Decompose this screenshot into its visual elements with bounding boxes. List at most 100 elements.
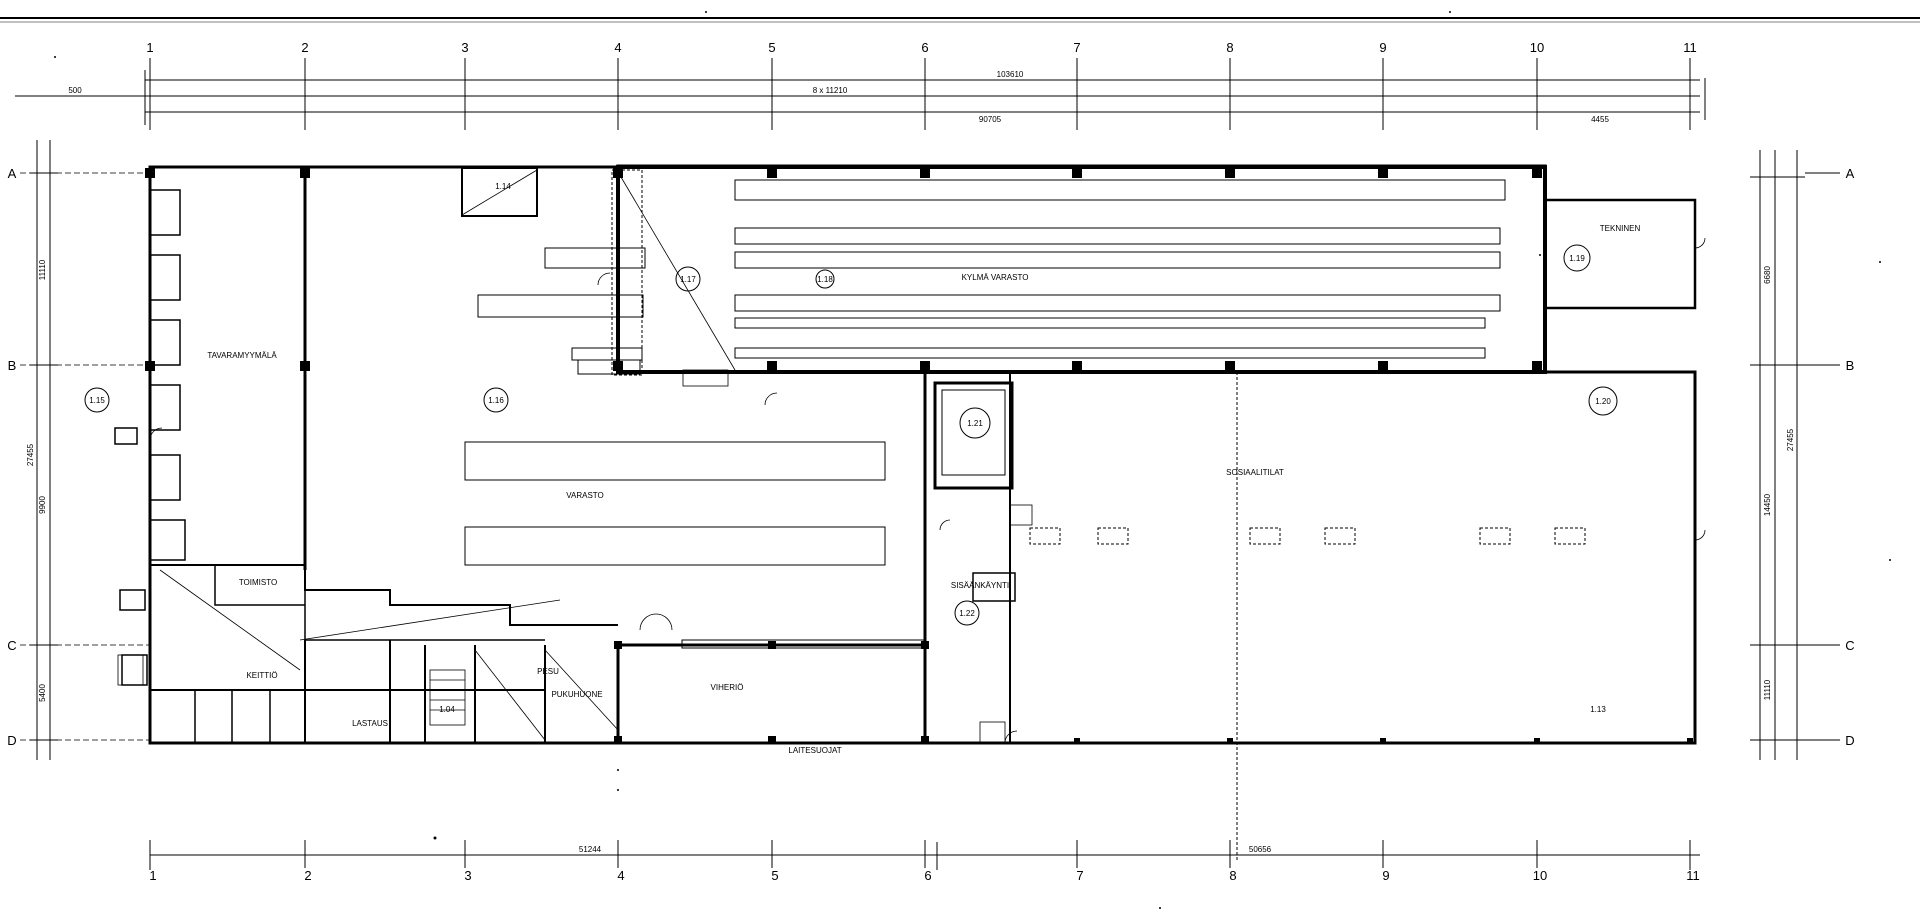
dim-top-span-right: 4455 [1591, 115, 1609, 124]
left-dimension-chain [30, 140, 58, 760]
pillar [1532, 361, 1542, 371]
row-label-left: D [7, 733, 16, 748]
building-walls [148, 164, 1697, 745]
dim-right-cd-inner: 11110 [1763, 679, 1772, 700]
pillar [920, 361, 930, 371]
column-label-bottom: 11 [1686, 868, 1700, 883]
storage-racks-cold [734, 179, 1506, 359]
pillar [1074, 738, 1080, 744]
column-label-bottom: 3 [464, 868, 471, 883]
column-label-top: 7 [1073, 40, 1080, 55]
room-label-lastaus: LASTAUS [352, 719, 388, 728]
column-label-bottom: 5 [771, 868, 778, 883]
dim-right-total: 27455 [1786, 428, 1795, 451]
room-code-7: 1.21 [967, 419, 983, 428]
row-label-right: B [1846, 358, 1855, 373]
column-label-bottom: 8 [1229, 868, 1236, 883]
dim-top-left: 500 [68, 86, 82, 95]
room-label-laitesuojat: LAITESUOJAT [788, 746, 841, 755]
pillar [920, 168, 930, 178]
pillar [1534, 738, 1540, 744]
stairs [117, 369, 1033, 743]
dim-left-cd: 5400 [38, 684, 47, 702]
dim-right-bc-inner: 14450 [1763, 493, 1772, 516]
dim-left-ab: 11110 [38, 259, 47, 280]
room-number-texts: 1.15 1.16 1.17 1.18 1.19 1.20 1.21 1.22 … [89, 182, 1611, 714]
row-label-left: B [8, 358, 17, 373]
row-label-right: C [1845, 638, 1854, 653]
pillar [1225, 361, 1235, 371]
pillar [1532, 168, 1542, 178]
right-dimension-chain [1750, 150, 1805, 760]
column-label-bottom: 10 [1533, 868, 1547, 883]
room-code-2: 1.16 [488, 396, 504, 405]
room-code-1: 1.15 [89, 396, 105, 405]
storage-racks-warm [464, 169, 926, 649]
pillar [613, 361, 623, 371]
column-label-top: 10 [1530, 40, 1544, 55]
dim-top-bays: 8 x 11210 [813, 86, 848, 95]
row-label-left: C [7, 638, 16, 653]
room-label-kylma-varasto: KYLMÄ VARASTO [962, 273, 1029, 282]
pillar [1072, 361, 1082, 371]
structural-columns [145, 168, 1693, 744]
diagonal-lines [159, 169, 736, 741]
scatter-dots [54, 11, 1891, 909]
pillar [1072, 168, 1082, 178]
column-label-bottom: 1 [149, 868, 156, 883]
room-code-4: 1.18 [817, 275, 833, 284]
pillar [1227, 738, 1233, 744]
pillar [614, 641, 622, 649]
room-label-viherio: VIHERIÖ [711, 683, 744, 692]
pillar [1380, 738, 1386, 744]
dim-top-total: 103610 [997, 70, 1024, 79]
room-label-keittio: KEITTIÖ [246, 671, 277, 680]
pillar [768, 736, 776, 744]
pillar [145, 361, 155, 371]
room-label-tekninen: TEKNINEN [1600, 224, 1641, 233]
room-labels: TAVARAMYYMÄLÄ KYLMÄ VARASTO VARASTO SOSI… [207, 224, 1640, 755]
row-label-right: D [1845, 733, 1854, 748]
column-label-top: 2 [301, 40, 308, 55]
room-code-5: 1.19 [1569, 254, 1585, 263]
room-number-tags [84, 244, 1618, 626]
room-label-sosiaalitilat: SOSIAALITILAT [1226, 468, 1284, 477]
top-dimension-chain [15, 70, 1706, 125]
column-label-top: 5 [768, 40, 775, 55]
room-code-6: 1.20 [1595, 397, 1611, 406]
column-label-bottom: 7 [1076, 868, 1083, 883]
room-code-10: 1.14 [495, 182, 511, 191]
dim-bottom-right: 50656 [1249, 845, 1272, 854]
bottom-dimension-chain [149, 842, 1700, 870]
loading-bays-left [114, 189, 186, 686]
pillar [1687, 738, 1693, 744]
pillar [300, 168, 310, 178]
dim-top-span-left: 90705 [979, 115, 1002, 124]
pillar [1378, 361, 1388, 371]
column-label-top: 9 [1379, 40, 1386, 55]
column-label-top: 1 [146, 40, 153, 55]
pillar [613, 168, 623, 178]
room-label-toimisto: TOIMISTO [239, 578, 277, 587]
column-label-top: 8 [1226, 40, 1233, 55]
pillar [921, 736, 929, 744]
pillar [768, 641, 776, 649]
room-label-tavaramyymala: TAVARAMYYMÄLÄ [207, 351, 277, 360]
room-code-11: 1.04 [439, 705, 455, 714]
pillar [1225, 168, 1235, 178]
dim-bottom-left: 51244 [579, 845, 602, 854]
pillar [300, 361, 310, 371]
row-label-left: A [8, 166, 17, 181]
column-label-top: 6 [921, 40, 928, 55]
column-label-bottom: 6 [924, 868, 931, 883]
room-code-3: 1.17 [680, 275, 696, 284]
room-label-pukuhuone: PUKUHUONE [551, 690, 602, 699]
room-label-sisaankaynti: SISÄÄNKÄYNTI [951, 581, 1009, 590]
pillar [1378, 168, 1388, 178]
door-swings [149, 237, 1706, 744]
room-label-varasto: VARASTO [566, 491, 604, 500]
